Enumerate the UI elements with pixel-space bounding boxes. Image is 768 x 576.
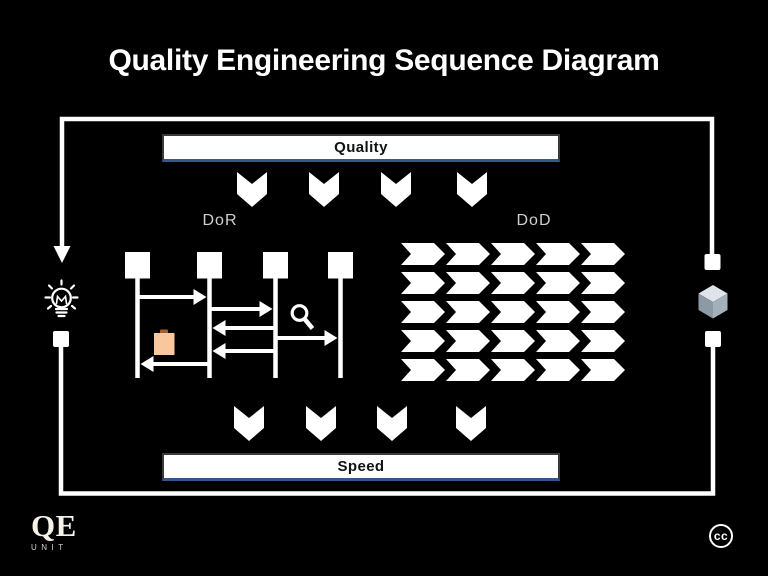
actor-box: [263, 252, 288, 279]
chevron-down-icon: [234, 406, 264, 441]
chevron-right-icon: [581, 359, 625, 381]
chevron-right-icon: [446, 359, 490, 381]
dod-label: DoD: [516, 212, 552, 229]
message-arrow: [137, 289, 207, 305]
feedback-loop: [58, 116, 716, 496]
chevron-right-icon: [401, 330, 445, 352]
actor-box: [328, 252, 353, 279]
loop-node: [704, 254, 721, 270]
message-arrow: [212, 343, 276, 359]
chevron-down-icon: [457, 172, 487, 207]
chevron-right-icon: [401, 272, 445, 294]
logo-subtext: UNIT: [31, 543, 68, 552]
message-arrow: [209, 301, 273, 317]
chevron-right-icon: [491, 243, 535, 265]
chevron-right-icon: [581, 330, 625, 352]
chevron-right-icon: [491, 330, 535, 352]
quality-banner: Quality: [162, 134, 560, 162]
cc-icon: cc: [709, 524, 733, 548]
chevron-right-icon: [446, 243, 490, 265]
chevron-right-icon: [491, 272, 535, 294]
chevron-right-icon: [446, 301, 490, 323]
actor-box: [197, 252, 222, 279]
chevron-right-icon: [536, 272, 580, 294]
message-arrow: [275, 330, 338, 346]
chevron-down-icon: [381, 172, 411, 207]
chevron-right-icon: [491, 301, 535, 323]
dod-chevron-grid: [401, 243, 625, 381]
chevron-right-icon: [536, 359, 580, 381]
dor-label: DoR: [202, 212, 238, 229]
chevron-right-icon: [446, 272, 490, 294]
chevron-right-icon: [536, 301, 580, 323]
loop-node: [705, 331, 721, 347]
loop-node: [53, 331, 69, 347]
lightbulb-icon: [44, 279, 79, 318]
chevron-right-icon: [401, 359, 445, 381]
chevron-down-icon: [309, 172, 339, 207]
speed-flow-arrows: [234, 406, 486, 441]
logo-text: QE: [31, 508, 77, 543]
speed-banner: Speed: [162, 453, 560, 481]
chevron-right-icon: [446, 330, 490, 352]
chevron-right-icon: [401, 243, 445, 265]
chevron-right-icon: [536, 330, 580, 352]
chevron-down-icon: [237, 172, 267, 207]
message-arrow: [140, 356, 210, 372]
chevron-right-icon: [536, 243, 580, 265]
note-icon: [154, 329, 175, 355]
page-title: Quality Engineering Sequence Diagram: [108, 44, 660, 77]
chevron-right-icon: [581, 301, 625, 323]
loop-top-path: [59, 116, 715, 254]
sequence-messages: [137, 289, 338, 372]
qe-unit-logo: QE UNIT: [31, 508, 77, 553]
loop-nodes: [53, 254, 721, 347]
sequence-actors: [125, 252, 353, 378]
chevron-right-icon: [491, 359, 535, 381]
chevron-right-icon: [401, 301, 445, 323]
quality-flow-arrows: [237, 172, 487, 207]
actor-box: [125, 252, 150, 279]
cube-icon: [698, 285, 728, 319]
chevron-right-icon: [581, 272, 625, 294]
magnifier-icon: [290, 304, 315, 330]
loop-arrowhead: [53, 246, 71, 263]
chevron-down-icon: [456, 406, 486, 441]
chevron-down-icon: [306, 406, 336, 441]
message-arrow: [212, 320, 276, 336]
chevron-down-icon: [377, 406, 407, 441]
loop-bottom-path: [58, 347, 716, 496]
chevron-right-icon: [581, 243, 625, 265]
